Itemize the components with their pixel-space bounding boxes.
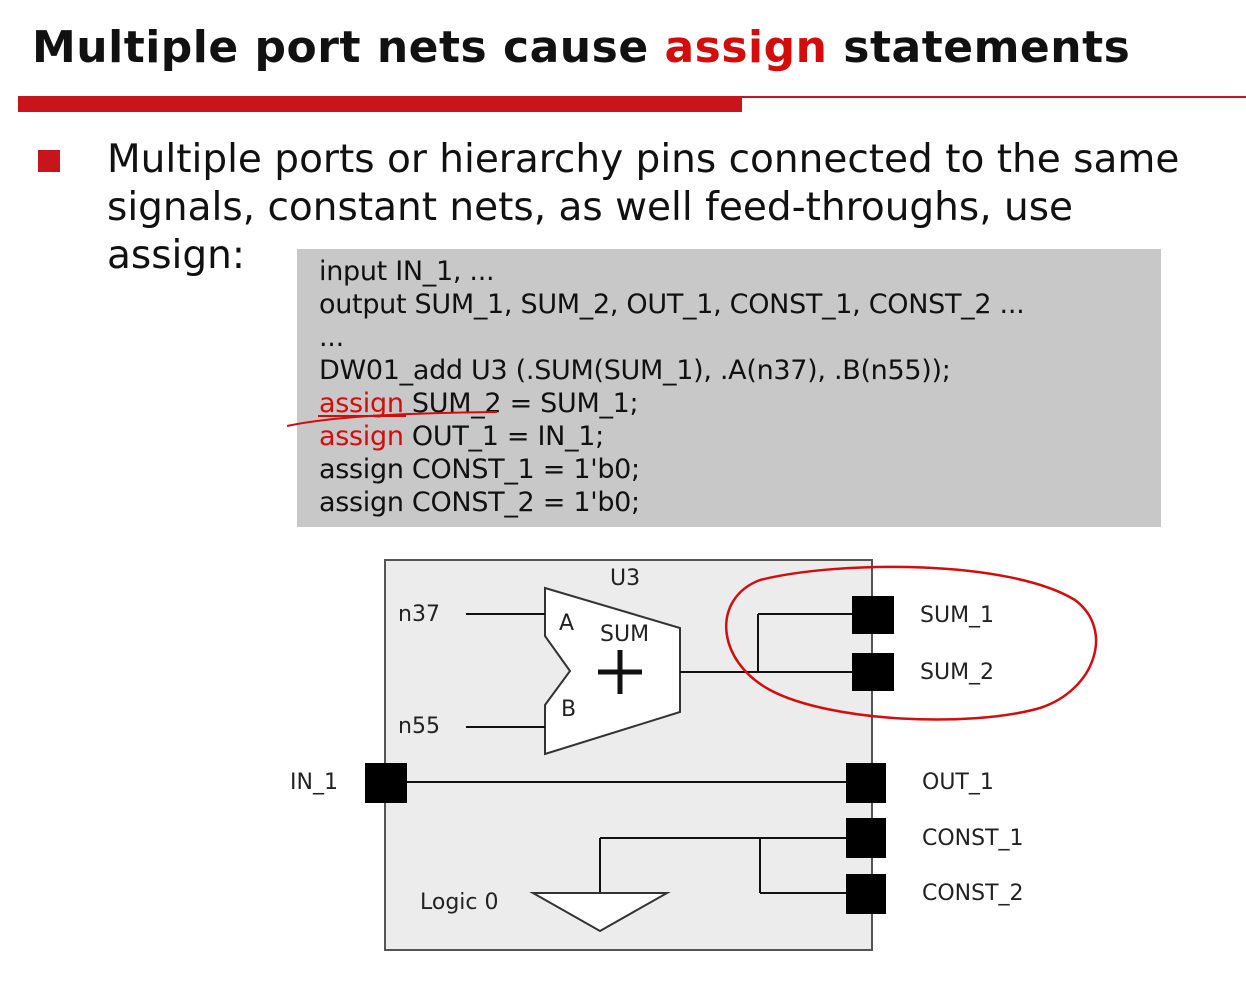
port-label-sum-2: SUM_2 <box>920 660 994 685</box>
title-part-1: Multiple port nets cause <box>32 22 665 73</box>
code-line: DW01_add U3 (.SUM(SUM_1), .A(n37), .B(n5… <box>319 355 951 386</box>
port-label-in-1: IN_1 <box>290 770 338 795</box>
port-out-1 <box>846 763 886 803</box>
net-label-n55: n55 <box>398 714 440 739</box>
logic-0-label: Logic 0 <box>420 890 499 915</box>
code-line: input IN_1, ... <box>319 256 495 287</box>
ground-symbol-icon <box>529 892 671 933</box>
net-label-n37: n37 <box>398 602 440 627</box>
port-const-1 <box>846 818 886 858</box>
annotation-underline-stroke <box>286 411 498 427</box>
port-const-2 <box>846 874 886 914</box>
pin-label-a: A <box>559 611 574 636</box>
bullet-marker <box>38 150 60 172</box>
code-line-assign-out: assign OUT_1 = IN_1; <box>319 420 604 453</box>
title-highlight: assign <box>664 22 828 73</box>
code-line: assign CONST_2 = 1'b0; <box>319 487 640 518</box>
code-text: OUT_1 = IN_1; <box>403 421 604 452</box>
code-block: input IN_1, ... output SUM_1, SUM_2, OUT… <box>297 249 1161 527</box>
port-in-1 <box>365 763 407 803</box>
port-label-out-1: OUT_1 <box>922 770 994 795</box>
port-label-const-2: CONST_2 <box>922 881 1024 906</box>
port-label-const-1: CONST_1 <box>922 826 1024 851</box>
title-part-2: statements <box>827 22 1131 73</box>
port-label-sum-1: SUM_1 <box>920 603 994 628</box>
code-line: output SUM_1, SUM_2, OUT_1, CONST_1, CON… <box>319 289 1025 320</box>
bullet-text: Multiple ports or hierarchy pins connect… <box>107 136 1227 280</box>
instance-label: U3 <box>610 566 640 591</box>
assign-keyword: assign <box>319 421 404 452</box>
annotation-circle <box>725 565 1098 721</box>
pin-label-b: B <box>561 697 576 722</box>
assign-keyword: assign <box>319 388 404 419</box>
code-line: assign CONST_1 = 1'b0; <box>319 454 640 485</box>
bullet-line: assign: <box>107 233 245 278</box>
port-sum-1 <box>852 596 894 634</box>
code-line-assign-sum: assign SUM_2 = SUM_1; <box>319 387 639 420</box>
bullet-line: signals, constant nets, as well feed-thr… <box>107 185 1074 230</box>
title-underline-bar <box>18 96 742 112</box>
bullet-line: Multiple ports or hierarchy pins connect… <box>107 137 1180 182</box>
slide-title: Multiple port nets cause assign statemen… <box>32 22 1130 73</box>
port-sum-2 <box>852 653 894 691</box>
pin-label-sum: SUM <box>600 622 649 647</box>
code-line: ... <box>319 322 344 353</box>
